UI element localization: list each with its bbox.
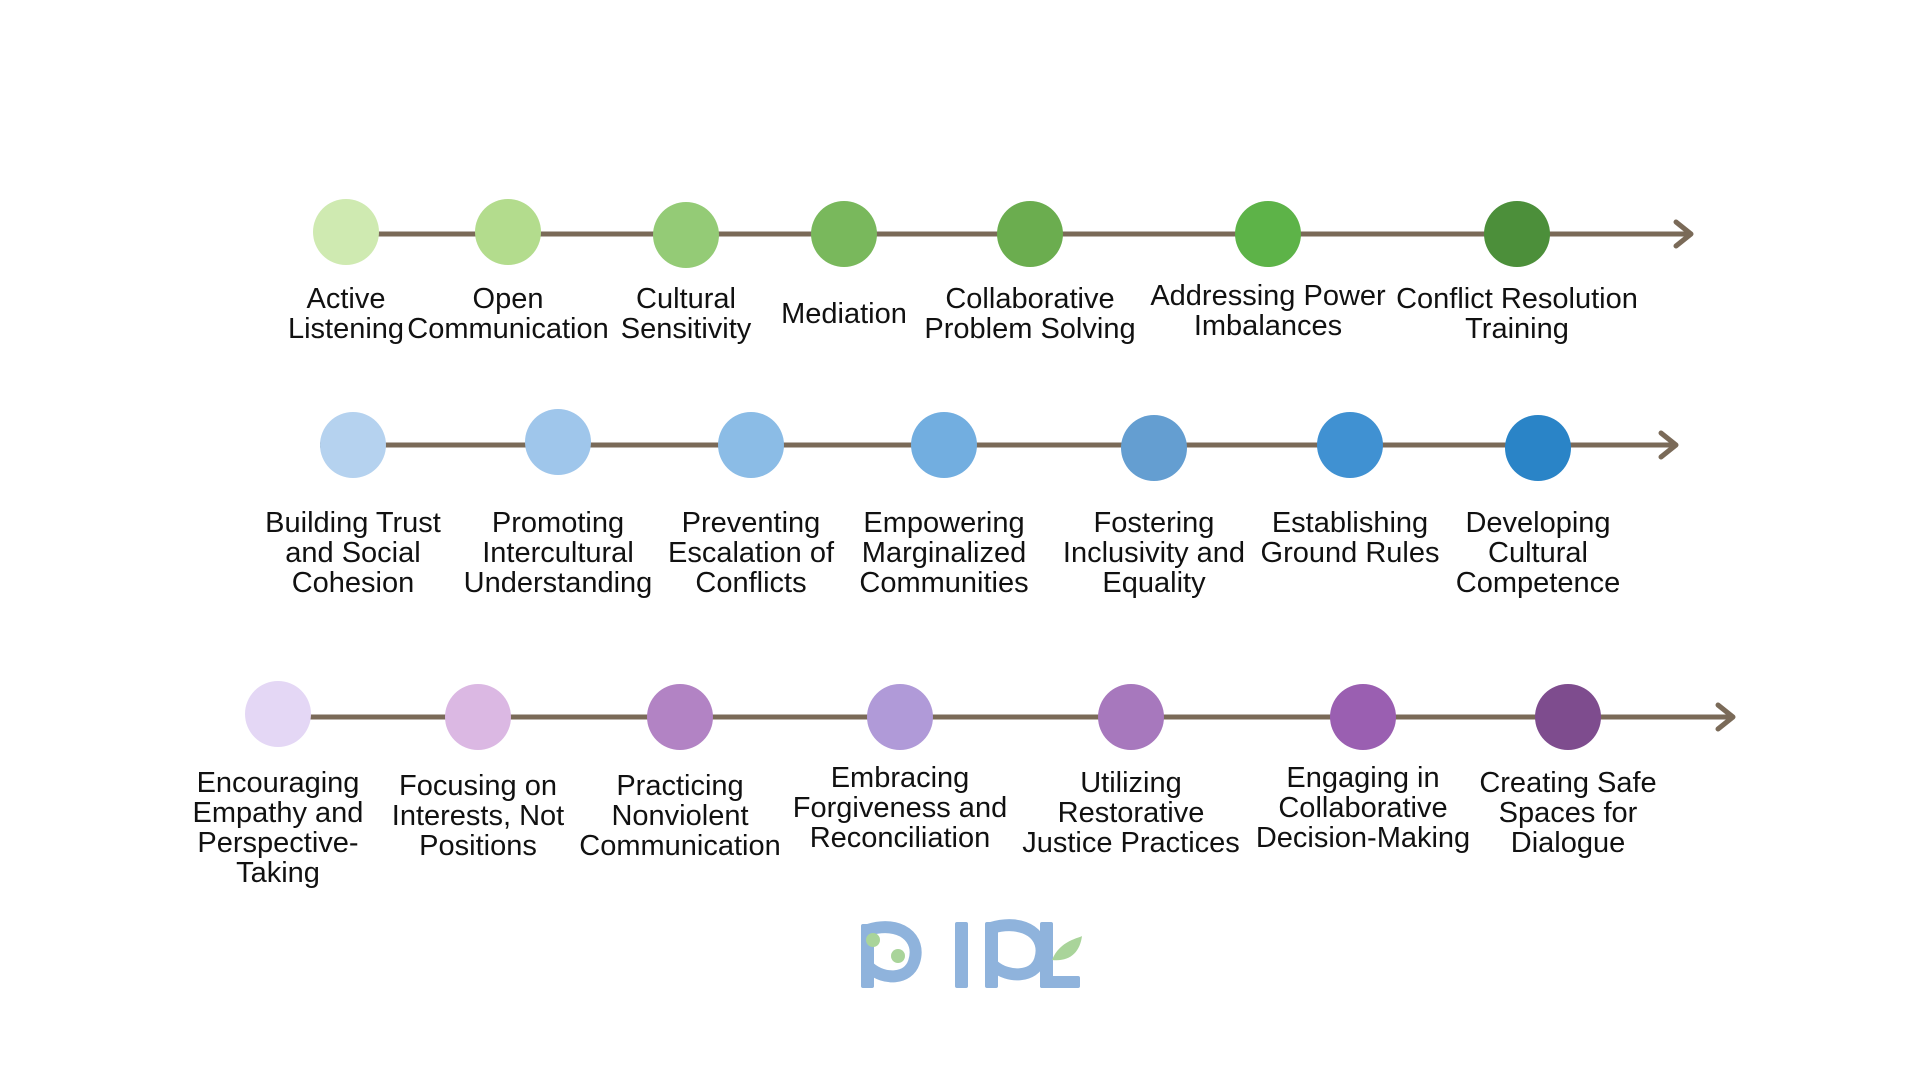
node-label: Engaging in Collaborative Decision-Makin… (1255, 762, 1471, 854)
timeline-node (320, 412, 386, 478)
timeline-node (445, 684, 511, 750)
logo-letter-i (955, 922, 968, 988)
node-label: Establishing Ground Rules (1260, 507, 1440, 569)
arrow-head-icon (1658, 430, 1679, 460)
logo-letter-p2 (985, 919, 1048, 988)
timeline-node (653, 202, 719, 268)
pipe-logo (861, 919, 1082, 988)
timeline-node (997, 201, 1063, 267)
timeline-node (1317, 412, 1383, 478)
node-label: Utilizing Restorative Justice Practices (1022, 767, 1240, 859)
node-label: Cultural Sensitivity (620, 283, 752, 345)
node-label: Promoting Intercultural Understanding (463, 507, 653, 599)
node-label: Creating Safe Spaces for Dialogue (1479, 767, 1657, 859)
node-label: Collaborative Problem Solving (924, 283, 1136, 345)
node-label: Encouraging Empathy and Perspective- Tak… (192, 767, 364, 889)
timeline-node (1121, 415, 1187, 481)
node-label: Empowering Marginalized Communities (859, 507, 1029, 599)
timeline-node (1330, 684, 1396, 750)
timeline-node (1235, 201, 1301, 267)
timeline-node (647, 684, 713, 750)
node-label: Open Communication (407, 283, 609, 345)
node-label: Preventing Escalation of Conflicts (667, 507, 835, 599)
timeline-node (245, 681, 311, 747)
node-label: Developing Cultural Competence (1455, 507, 1621, 599)
node-label: Embracing Forgiveness and Reconciliation (792, 762, 1008, 854)
node-label: Focusing on Interests, Not Positions (391, 770, 565, 862)
timeline-row-2 (320, 409, 1679, 481)
timeline-node (911, 412, 977, 478)
timeline-row-3 (245, 681, 1736, 750)
node-label: Building Trust and Social Cohesion (265, 507, 441, 599)
node-label: Active Listening (287, 283, 405, 345)
timeline-node (475, 199, 541, 265)
node-label: Fostering Inclusivity and Equality (1062, 507, 1246, 599)
timeline-node (1098, 684, 1164, 750)
timeline-row-1 (313, 199, 1694, 268)
node-label: Mediation (781, 298, 907, 330)
arrow-head-icon (1715, 702, 1736, 732)
timeline-node (1484, 201, 1550, 267)
timeline-node (718, 412, 784, 478)
timeline-node (313, 199, 379, 265)
logo-letter-p1 (861, 921, 922, 988)
logo-letter-e (1040, 922, 1082, 988)
timeline-rows (245, 199, 1736, 750)
timeline-node (525, 409, 591, 475)
timeline-node (1535, 684, 1601, 750)
timeline-node (867, 684, 933, 750)
node-label: Addressing Power Imbalances (1150, 280, 1386, 342)
node-label: Practicing Nonviolent Communication (579, 770, 781, 862)
node-label: Conflict Resolution Training (1396, 283, 1638, 345)
timeline-node (811, 201, 877, 267)
arrow-head-icon (1673, 219, 1694, 249)
timeline-node (1505, 415, 1571, 481)
